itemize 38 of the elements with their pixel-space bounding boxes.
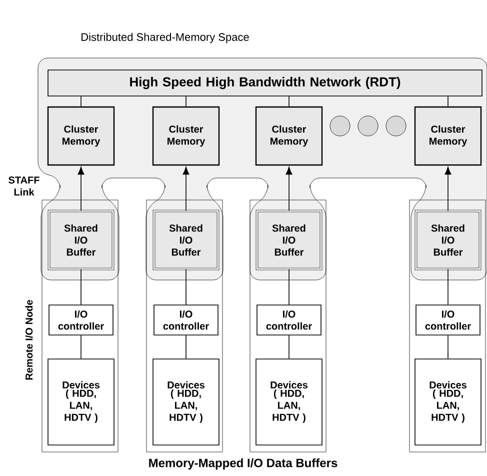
network-bar: High Speed High Bandwidth Network (RDT) bbox=[48, 70, 482, 96]
arrow bbox=[286, 166, 292, 212]
memory-box: Cluster Memory bbox=[414, 106, 482, 166]
controller-box: I/O controller bbox=[154, 304, 218, 336]
node-frame bbox=[146, 200, 223, 452]
connector-line bbox=[80, 268, 82, 305]
connector-line bbox=[80, 335, 82, 359]
devices-box: Devices ( HDD, LAN, HDTV ) bbox=[48, 358, 114, 446]
buffer-box: Shared I/O Buffer bbox=[414, 210, 482, 270]
devices-box: Devices ( HDD, LAN, HDTV ) bbox=[414, 358, 482, 446]
connector-line bbox=[80, 96, 82, 107]
connector-line bbox=[288, 96, 290, 107]
arrow bbox=[444, 166, 452, 212]
ellipsis-circle bbox=[358, 116, 378, 136]
title: Distributed Shared-Memory Space bbox=[82, 32, 249, 44]
caption: Memory-Mapped I/O Data Buffers bbox=[149, 458, 338, 470]
devices-box: Devices ( HDD, LAN, HDTV ) bbox=[152, 358, 220, 446]
node-frame bbox=[42, 200, 118, 452]
buffer-box: Shared I/O Buffer bbox=[152, 210, 220, 270]
buffer-box: Shared I/O Buffer bbox=[256, 210, 322, 270]
memory-box: Cluster Memory bbox=[47, 106, 115, 166]
link-label: STAFF Link bbox=[8, 176, 40, 196]
node-frame bbox=[250, 200, 326, 452]
ellipsis-circle bbox=[386, 116, 406, 136]
arrow bbox=[182, 166, 190, 212]
controller-box: I/O controller bbox=[256, 304, 322, 336]
controller-box: I/O controller bbox=[48, 304, 114, 336]
controller-box: I/O controller bbox=[416, 304, 480, 336]
arrow bbox=[78, 166, 84, 212]
memory-box: Cluster Memory bbox=[255, 106, 323, 166]
node-frame bbox=[409, 200, 486, 452]
devices-box: Devices ( HDD, LAN, HDTV ) bbox=[256, 358, 322, 446]
memory-box: Cluster Memory bbox=[152, 106, 220, 166]
ellipsis-circle bbox=[330, 116, 350, 136]
side-label: Remote I/O Node bbox=[25, 300, 33, 380]
connector-line bbox=[288, 268, 290, 305]
buffer-box: Shared I/O Buffer bbox=[48, 210, 114, 270]
connector-line bbox=[288, 335, 290, 359]
